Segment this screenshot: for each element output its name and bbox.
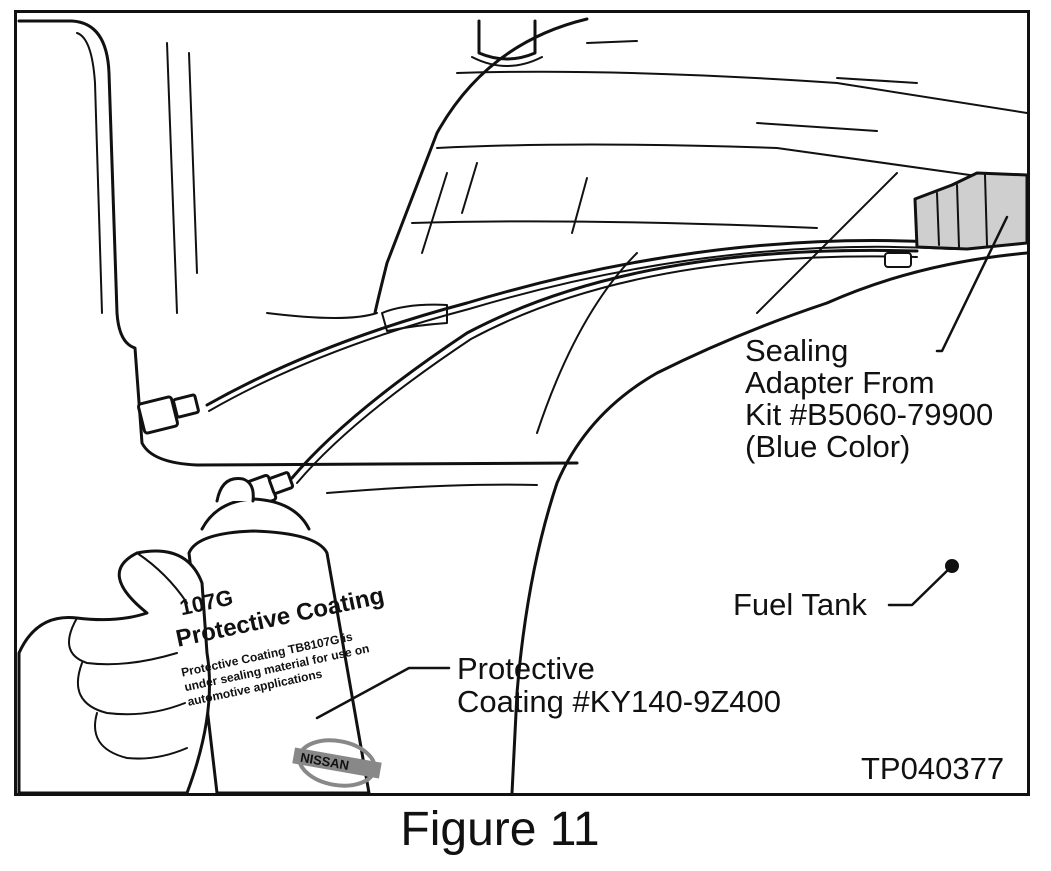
body-panel-crease — [166, 42, 178, 314]
body-panel-outline — [17, 19, 579, 467]
sealing-adapter-label-line-3: Kit #B5060-79900 — [745, 397, 994, 432]
underbody-crease-1 — [421, 172, 448, 254]
bolt-washer — [471, 56, 543, 67]
body-panel-edge — [266, 312, 378, 319]
body-panel-inner-line — [76, 32, 103, 314]
underbody-crease-3 — [571, 177, 588, 234]
spray-can-body — [187, 529, 371, 793]
leader-sealing-adapter — [935, 215, 1009, 353]
technical-illustration: 107G Protective Coating Protective Coati… — [17, 17, 1027, 793]
fuel-tank-pointer-dot — [945, 559, 959, 573]
fuel-tank-lower-edge — [326, 483, 538, 494]
figure-code: TP040377 — [861, 751, 1005, 786]
underbody-line-mid — [436, 143, 1027, 184]
fuel-tank-seam-2 — [536, 252, 638, 434]
underbody-rib-1 — [586, 40, 638, 44]
body-panel-crease-2 — [188, 52, 198, 274]
underbody-rib-2 — [836, 77, 918, 84]
tube-fitting-left-collar — [172, 393, 200, 419]
spray-can-shoulder — [200, 497, 311, 531]
sealing-adapter-ribs — [936, 174, 988, 248]
illustration-frame: 107G Protective Coating Protective Coati… — [14, 10, 1030, 796]
leader-fuel-tank — [887, 564, 954, 607]
sealing-adapter-label-line-2: Adapter From — [745, 365, 935, 400]
glove-thumb — [136, 552, 188, 604]
underbody-line-low — [411, 220, 818, 229]
tube-lower — [290, 248, 919, 480]
underbody-rib-3 — [756, 122, 878, 132]
sealing-adapter — [913, 171, 1027, 251]
spray-can-valve — [215, 476, 255, 503]
fuel-tank-outline — [510, 251, 1027, 793]
underbody-crease-2 — [461, 162, 478, 214]
protective-coating-label-line-2: Coating #KY140-9Z400 — [457, 684, 782, 719]
tube-upper-inner — [208, 245, 953, 412]
sealing-adapter-label-line-4: (Blue Color) — [745, 429, 911, 464]
figure-caption: Figure 11 — [400, 803, 600, 856]
adapter-small-fitting — [884, 252, 912, 268]
underbody-line-top — [456, 70, 1027, 114]
sealing-adapter-label-line-1: Sealing — [745, 333, 849, 368]
tube-fitting-left — [137, 395, 179, 435]
glove-finger-3 — [94, 712, 188, 760]
protective-coating-label-line-1: Protective — [457, 651, 595, 686]
fuel-tank-label: Fuel Tank — [733, 587, 867, 622]
tube-lower-inner — [296, 255, 918, 484]
nozzle-fitting-collar — [267, 471, 295, 495]
bolt-head — [477, 19, 537, 61]
tube-upper — [205, 239, 954, 407]
glove-finger-2 — [77, 662, 186, 716]
glove-finger-1 — [68, 617, 178, 666]
underbody-curve — [373, 17, 589, 315]
leader-protective-coating — [315, 666, 451, 720]
